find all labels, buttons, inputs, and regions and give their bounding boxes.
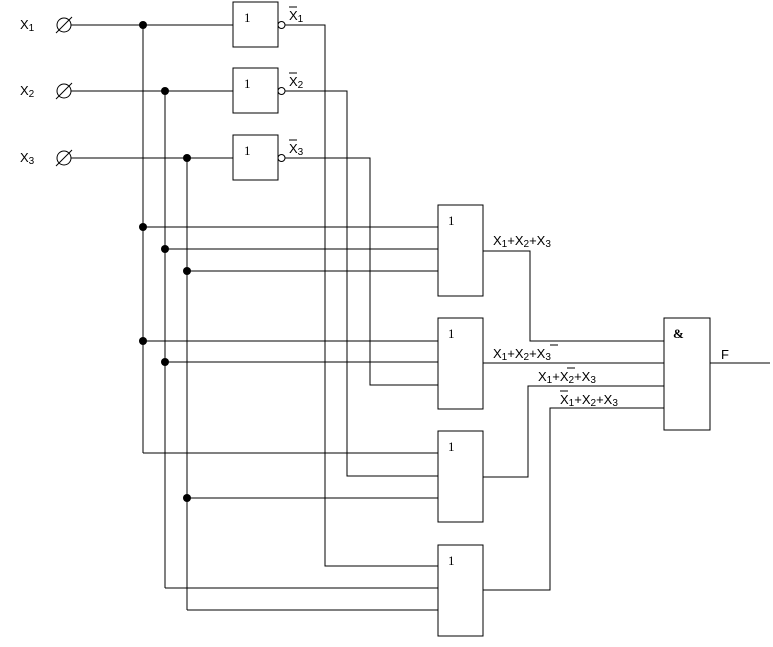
or-gate-symbol: 1 [448,213,455,228]
or1-output-expression: X1+X2+X3 [493,233,551,250]
wire-or1-out [483,250,664,342]
and-gate-body [663,317,711,431]
or3-output-expression: X1+X2+X3 [538,369,596,386]
junction-dot [183,494,191,502]
junction-dot [183,154,191,162]
terminal-slash-x1 [55,16,73,34]
input-label-x3: X3 [20,150,35,167]
or2-output-expression: X1+X2+X3 [493,346,551,363]
junction-dot [139,21,147,29]
wire-or4-out [483,407,664,591]
wire-nx1 [285,24,438,567]
not-gate-symbol: 1 [244,76,251,91]
junction-dot [161,245,169,253]
inversion-bubble [277,87,286,95]
or-gate-1: 1 [437,204,484,297]
junction-dot [161,87,169,95]
or-gate-symbol: 1 [448,553,455,568]
junction-dot [139,337,147,345]
or-gate-body [437,544,484,637]
or-gate-body [437,204,484,297]
not-gate-symbol: 1 [244,143,251,158]
or-gate-symbol: 1 [448,326,455,341]
or-gate-4: 1 [437,544,484,637]
not-gate-symbol: 1 [244,10,251,25]
inversion-bubble [277,21,286,29]
or-gate-body [437,317,484,410]
junction-dot [139,223,147,231]
not-gate-body [232,134,279,181]
junction-dot [183,267,191,275]
output-label-f: F [721,347,729,362]
not-output-label-x2: X2 [289,74,304,91]
wire-nx2 [285,90,438,477]
or4-output-expression: X1+X2+X3 [560,392,618,409]
or-gate-2: 1 [437,317,484,410]
junction-dot [161,358,169,366]
input-terminal-x3: X3 [20,149,73,167]
wire-nx3 [285,157,438,386]
not-output-label-x3: X3 [289,141,304,158]
wires [71,24,770,611]
wire-or3-out [483,385,664,478]
input-terminal-x2: X2 [20,82,73,100]
junctions [139,21,191,502]
input-label-x1: X1 [20,17,35,34]
not-gate-x1: 1 X1 [232,1,304,48]
or-gate-body [437,430,484,523]
terminal-slash-x2 [55,82,73,100]
and-gate-symbol: & [673,326,684,341]
input-label-x2: X2 [20,83,35,100]
or-gate-symbol: 1 [448,439,455,454]
not-gate-x3: 1 X3 [232,134,304,181]
not-gate-body [232,1,279,48]
inversion-bubble [277,154,286,162]
terminal-slash-x3 [55,149,73,167]
not-gate-body [232,67,279,114]
and-gate: & [663,317,711,431]
input-terminal-x1: X1 [20,16,73,34]
not-gate-x2: 1 X2 [232,67,304,114]
not-output-label-x1: X1 [289,8,304,25]
or-gate-3: 1 [437,430,484,523]
